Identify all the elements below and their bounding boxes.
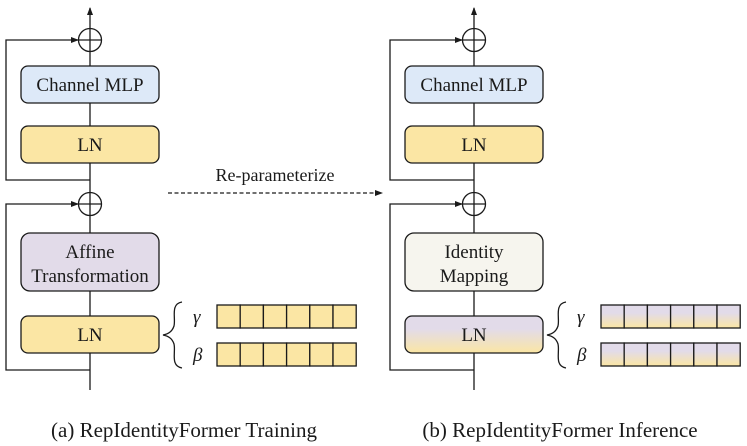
parameter-cell — [262, 304, 288, 329]
residual-connection-top — [389, 37, 474, 181]
parameter-cell — [646, 342, 672, 367]
beta-parameter-vector — [600, 342, 741, 367]
layer-norm-bottom-block: LN — [20, 315, 160, 354]
panel-a-training: Channel MLP LN Affine Transformation LN … — [5, 7, 357, 442]
add-icon — [77, 27, 103, 53]
channel-mlp-block: Channel MLP — [404, 65, 544, 104]
gamma-parameter-vector — [216, 304, 357, 329]
parameter-cell — [239, 304, 265, 329]
parameter-cell — [600, 304, 625, 329]
beta-label: β — [192, 345, 203, 366]
parameter-cell — [285, 304, 311, 329]
parameter-cell — [216, 342, 241, 367]
gamma-parameter-vector — [600, 304, 741, 329]
brace-icon — [546, 301, 567, 369]
parameter-cell — [646, 304, 672, 329]
channel-mlp-label: Channel MLP — [420, 75, 527, 96]
parameter-cell — [716, 342, 741, 367]
parameter-cell — [332, 342, 357, 367]
residual-connection-bottom — [5, 201, 90, 371]
caption-a: (a) RepIdentityFormer Training — [51, 418, 317, 442]
beta-parameter-vector — [216, 342, 357, 367]
affine-transformation-block: Affine Transformation — [20, 232, 160, 292]
panel-b-inference: Channel MLP LN Identity Mapping LN γ β (… — [389, 7, 741, 442]
parameter-cell — [693, 304, 718, 329]
parameter-cell — [239, 342, 265, 367]
parameter-cell — [623, 342, 649, 367]
add-icon — [461, 191, 487, 217]
identity-mapping-block: Identity Mapping — [404, 232, 544, 292]
layer-norm-top-block: LN — [20, 125, 160, 164]
reparameterize-transition: Re-parameterize — [168, 165, 383, 196]
residual-connection-top — [5, 37, 90, 181]
caption-b: (b) RepIdentityFormer Inference — [422, 418, 697, 442]
channel-mlp-block: Channel MLP — [20, 65, 160, 104]
layer-norm-top-block: LN — [404, 125, 544, 164]
parameter-cell — [309, 304, 334, 329]
token-mixer-label-line2: Transformation — [31, 266, 149, 287]
parameter-cell — [669, 304, 695, 329]
parameter-cell — [600, 342, 625, 367]
parameter-cell — [216, 304, 241, 329]
token-mixer-label-line1: Affine — [65, 242, 114, 263]
ln-bottom-label: LN — [77, 325, 103, 346]
ln-top-label: LN — [461, 135, 487, 156]
parameter-cell — [693, 342, 718, 367]
parameter-cell — [309, 342, 334, 367]
reparameterize-label: Re-parameterize — [216, 165, 335, 185]
gamma-label: γ — [193, 307, 201, 328]
parameter-cell — [623, 304, 649, 329]
residual-connection-bottom — [389, 201, 474, 371]
parameter-cell — [262, 342, 288, 367]
parameter-cell — [332, 304, 357, 329]
layer-norm-bottom-block: LN — [404, 315, 544, 354]
parameter-cell — [716, 304, 741, 329]
parameter-cell — [285, 342, 311, 367]
channel-mlp-label: Channel MLP — [36, 75, 143, 96]
ln-top-label: LN — [77, 135, 103, 156]
token-mixer-label-line2: Mapping — [440, 266, 509, 287]
parameter-cell — [669, 342, 695, 367]
beta-label: β — [576, 345, 587, 366]
brace-icon — [162, 301, 183, 369]
add-icon — [77, 191, 103, 217]
add-icon — [461, 27, 487, 53]
token-mixer-label-line1: Identity — [444, 242, 504, 263]
gamma-label: γ — [577, 307, 585, 328]
ln-bottom-label: LN — [461, 325, 487, 346]
